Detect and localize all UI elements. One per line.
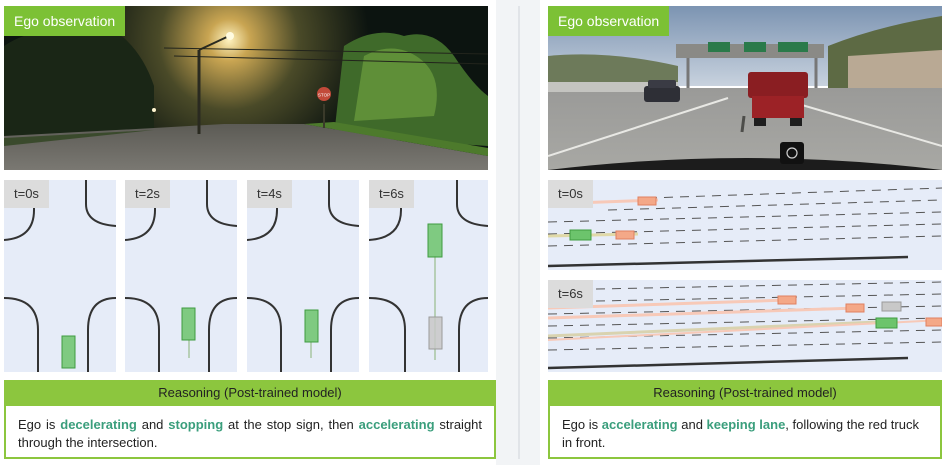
left-frame-t6: t=6s	[369, 180, 488, 372]
reasoning-highlight: accelerating	[601, 417, 678, 432]
intersection-map	[125, 180, 237, 372]
left-frame-t2: t=2s	[125, 180, 237, 372]
lane-map	[548, 187, 942, 268]
left-reasoning-header: Reasoning (Post-trained model)	[4, 380, 496, 406]
intersection-map	[247, 180, 359, 372]
reasoning-text-segment: , following the red truck in front.	[562, 417, 919, 450]
right-reasoning-text: Ego is accelerating and keeping lane, fo…	[548, 406, 942, 459]
frame-time-label: t=6s	[548, 280, 593, 308]
reasoning-highlight: decelerating	[60, 417, 137, 432]
reasoning-text-segment: and	[136, 417, 169, 432]
ego-vehicle-box	[569, 229, 592, 241]
left-reasoning-text: Ego is decelerating and stopping at the …	[4, 406, 496, 459]
frame-time-label: t=6s	[369, 180, 414, 208]
reasoning-text-segment: straight through the intersection.	[18, 417, 483, 450]
right-panel: Ego observation t=0s	[540, 0, 946, 465]
frame-time-label: t=0s	[548, 180, 593, 208]
other-vehicle-box	[777, 295, 797, 305]
highway-image	[548, 6, 942, 170]
past-position-box	[428, 316, 443, 350]
right-frame-t0: t=0s	[548, 180, 942, 270]
reasoning-highlight: keeping lane	[706, 417, 786, 432]
reasoning-text-segment: Ego is	[18, 417, 61, 432]
right-frame-t6: t=6s	[548, 280, 942, 372]
ego-vehicle-box	[304, 309, 319, 343]
reasoning-text-segment: and	[677, 417, 707, 432]
left-frame-t0: t=0s	[4, 180, 116, 372]
intersection-map	[4, 180, 116, 372]
ego-vehicle-box	[181, 307, 196, 341]
reasoning-text-segment: Ego is	[562, 417, 602, 432]
panel-divider	[518, 6, 520, 459]
other-vehicle-box	[925, 317, 942, 327]
frame-time-label: t=2s	[125, 180, 170, 208]
night-road-image: STOP	[4, 6, 488, 170]
frame-time-label: t=4s	[247, 180, 292, 208]
other-vehicle-box	[845, 303, 865, 313]
ego-vehicle-box	[875, 317, 898, 329]
other-vehicle-box	[637, 196, 657, 206]
other-vehicle-box	[615, 230, 635, 240]
reasoning-text-segment: at the stop sign, then	[223, 417, 359, 432]
left-frame-t4: t=4s	[247, 180, 359, 372]
right-reasoning-header: Reasoning (Post-trained model)	[548, 380, 942, 406]
stop-sign-text: STOP	[318, 93, 330, 98]
reasoning-highlight: accelerating	[358, 417, 435, 432]
intersection-map	[369, 180, 488, 372]
ego-vehicle-box	[61, 335, 76, 369]
reasoning-highlight: stopping	[168, 417, 224, 432]
right-observation-label: Ego observation	[548, 6, 670, 36]
ego-vehicle-box	[427, 223, 443, 258]
frame-time-label: t=0s	[4, 180, 49, 208]
left-panel: STOP Ego observation t=0s t=2s	[0, 0, 496, 465]
lane-map	[548, 281, 942, 370]
past-position-box	[881, 301, 902, 312]
left-observation-label: Ego observation	[4, 6, 126, 36]
left-ego-observation: STOP Ego observation	[4, 6, 488, 170]
right-ego-observation: Ego observation	[548, 6, 942, 170]
